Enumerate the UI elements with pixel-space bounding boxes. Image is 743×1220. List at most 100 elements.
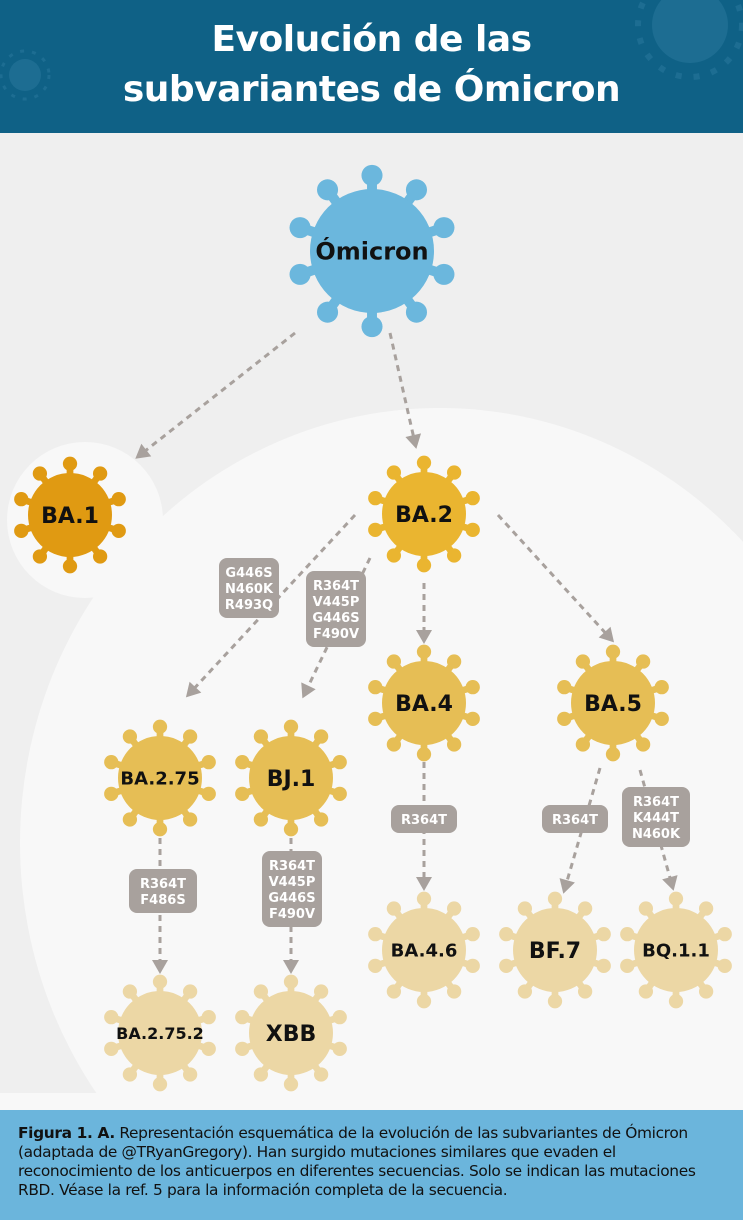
arrowhead-icon bbox=[152, 960, 168, 974]
virus-spike-tip-icon bbox=[717, 958, 732, 973]
mutation-label: F486S bbox=[140, 893, 185, 908]
virus-spike-tip-icon bbox=[605, 644, 621, 659]
virus-node-ba46: BA.4.6 bbox=[368, 891, 480, 1009]
virus-spike-tip-icon bbox=[235, 1010, 250, 1025]
virus-spike-tip-icon bbox=[446, 465, 462, 480]
virus-spike-tip-icon bbox=[289, 217, 311, 239]
virus-body-icon bbox=[382, 661, 466, 745]
virus-spike-tip-icon bbox=[575, 737, 591, 752]
virus-label: BA.5 bbox=[584, 692, 642, 717]
virus-node-ba4: BA.4 bbox=[368, 644, 480, 762]
virus-spike-tip-icon bbox=[465, 927, 480, 942]
virus-spike-tip-icon bbox=[32, 549, 48, 564]
virus-spike-tip-icon bbox=[620, 927, 635, 942]
arrowhead-icon bbox=[559, 878, 575, 894]
mutation-label: K444T bbox=[633, 811, 679, 826]
virus-spike-tip-icon bbox=[332, 1041, 347, 1056]
virus-spike-tip-icon bbox=[446, 737, 462, 752]
virus-spike-tip-icon bbox=[111, 492, 126, 507]
virus-spike-tip-icon bbox=[152, 974, 168, 989]
connector-arrow bbox=[388, 332, 417, 444]
virus-spike-tip-icon bbox=[638, 984, 654, 999]
virus-spike-tip-icon bbox=[283, 822, 299, 837]
mutation-label: R364T bbox=[552, 813, 598, 828]
virus-spike-tip-icon bbox=[668, 891, 684, 906]
mutation-label: N460K bbox=[225, 582, 274, 597]
virus-spike-tip-icon bbox=[717, 927, 732, 942]
virus-label: BF.7 bbox=[529, 939, 581, 964]
virus-spike-tip-icon bbox=[557, 711, 572, 726]
virus-spike-tip-icon bbox=[654, 711, 669, 726]
virus-spike-tip-icon bbox=[638, 901, 654, 916]
virus-spike-tip-icon bbox=[446, 654, 462, 669]
caption-text: Representación esquemática de la evoluci… bbox=[18, 1124, 696, 1199]
virus-spike-tip-icon bbox=[235, 1041, 250, 1056]
virus-spike-tip-icon bbox=[620, 958, 635, 973]
virus-spike-tip-icon bbox=[182, 729, 198, 744]
virus-body-icon bbox=[382, 908, 466, 992]
virus-spike-tip-icon bbox=[361, 316, 383, 338]
page-title-line-1: Evolución de las bbox=[211, 19, 532, 60]
virus-spike-tip-icon bbox=[253, 729, 269, 744]
virus-spike-tip-icon bbox=[698, 984, 714, 999]
virus-spike-tip-icon bbox=[499, 958, 514, 973]
virus-node-bj1: BJ.1 bbox=[235, 719, 347, 837]
virus-spike-tip-icon bbox=[104, 1010, 119, 1025]
virus-label: BQ.1.1 bbox=[642, 940, 710, 961]
mutation-label: R364T bbox=[633, 795, 679, 810]
virus-spike-tip-icon bbox=[547, 994, 563, 1009]
arrowhead-icon bbox=[185, 681, 202, 698]
virus-spike-tip-icon bbox=[465, 680, 480, 695]
virus-spike-tip-icon bbox=[446, 901, 462, 916]
virus-spike-tip-icon bbox=[283, 1077, 299, 1092]
virus-node-xbb: XBB bbox=[235, 974, 347, 1092]
virus-node-ba1: BA.1 bbox=[14, 456, 126, 574]
virus-spike-tip-icon bbox=[104, 1041, 119, 1056]
mutation-label: V445P bbox=[313, 595, 360, 610]
arrowhead-icon bbox=[283, 960, 299, 974]
virus-spike-tip-icon bbox=[152, 719, 168, 734]
mutation-label: G446S bbox=[312, 611, 359, 626]
virus-label: BA.2.75.2 bbox=[116, 1024, 204, 1043]
virus-label: BA.4.6 bbox=[391, 940, 458, 961]
virus-spike-tip-icon bbox=[416, 455, 432, 470]
virus-spike-tip-icon bbox=[122, 812, 138, 827]
mutation-label: R364T bbox=[140, 877, 186, 892]
virus-spike-tip-icon bbox=[92, 549, 108, 564]
virus-spike-tip-icon bbox=[386, 984, 402, 999]
arrowhead-icon bbox=[301, 682, 316, 699]
virus-spike-tip-icon bbox=[122, 729, 138, 744]
virus-label: BA.2 bbox=[395, 503, 453, 528]
mutation-label: F490V bbox=[269, 907, 315, 922]
virus-spike-tip-icon bbox=[635, 654, 651, 669]
virus-spike-tip-icon bbox=[416, 994, 432, 1009]
mutation-tag-box bbox=[219, 558, 279, 618]
virus-decoration-icon bbox=[0, 0, 743, 101]
virus-body-icon bbox=[634, 908, 718, 992]
virus-spike-tip-icon bbox=[313, 729, 329, 744]
virus-body-icon bbox=[382, 472, 466, 556]
virus-label: BA.2.75 bbox=[120, 768, 199, 789]
virus-spike-tip-icon bbox=[416, 747, 432, 762]
virus-node-bq11: BQ.1.1 bbox=[620, 891, 732, 1009]
virus-spike-tip-icon bbox=[104, 755, 119, 770]
mutation-label: G446S bbox=[268, 891, 315, 906]
virus-body-icon bbox=[513, 908, 597, 992]
mutation-tag-box bbox=[391, 805, 457, 833]
page-title-line-2: subvariantes de Ómicron bbox=[122, 69, 621, 110]
virus-spike-tip-icon bbox=[368, 711, 383, 726]
virus-node-omicron: Ómicron bbox=[289, 164, 455, 338]
virus-spike-tip-icon bbox=[289, 263, 311, 285]
virus-spike-tip-icon bbox=[14, 523, 29, 538]
virus-spike-tip-icon bbox=[332, 755, 347, 770]
virus-spike-tip-icon bbox=[62, 456, 78, 471]
virus-spike-tip-icon bbox=[698, 901, 714, 916]
virus-spike-tip-icon bbox=[122, 1067, 138, 1082]
diagram-canvas: G446SN460KR493QR364TV445PG446SF490VR364T… bbox=[0, 164, 743, 1220]
virus-spike-tip-icon bbox=[517, 901, 533, 916]
mutation-tag: R364T bbox=[542, 805, 608, 833]
